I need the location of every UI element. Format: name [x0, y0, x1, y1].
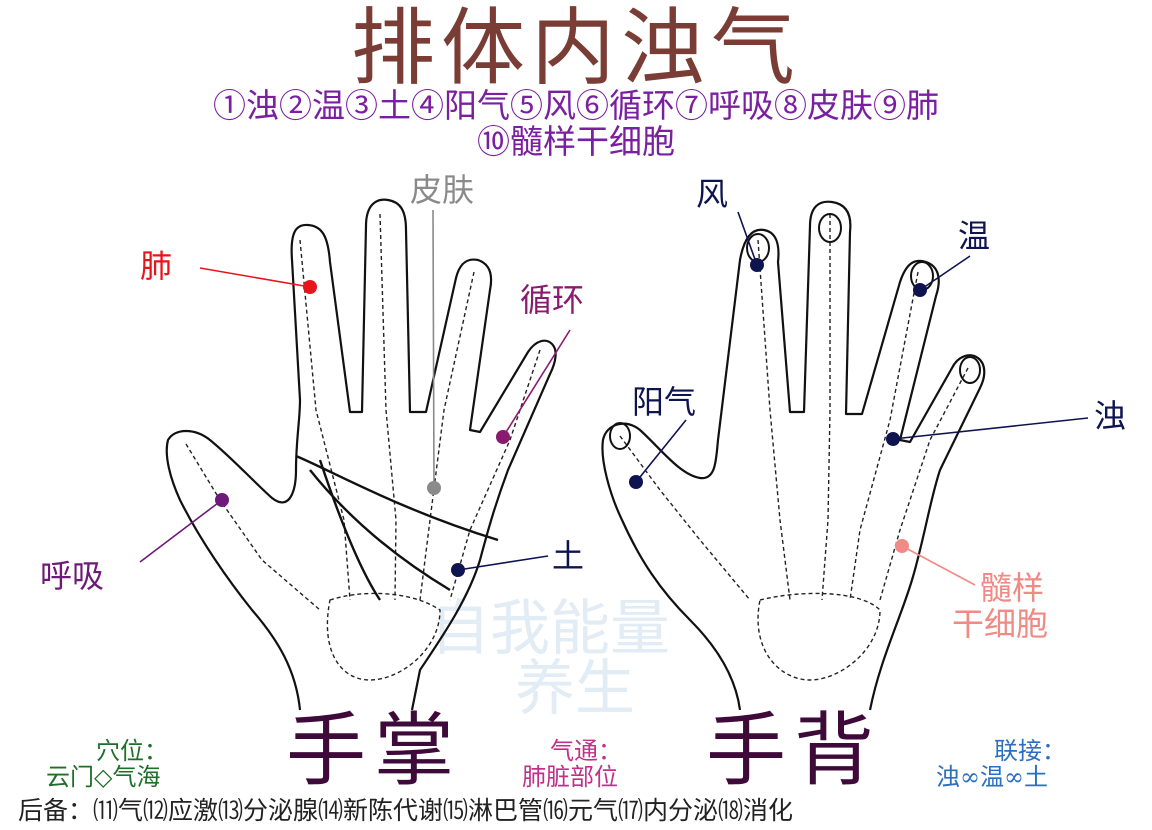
line-circulation [502, 329, 571, 438]
back-bone-index [757, 239, 791, 601]
dot-warm [913, 283, 927, 297]
palm-crease-2 [309, 469, 451, 592]
qi-tong-heading: 气通： [550, 737, 622, 765]
leader-lines [139, 209, 1089, 586]
line-yangqi [635, 419, 687, 483]
acupoint-value: 云门◇气海 [46, 763, 161, 791]
dot-breath [215, 493, 229, 507]
dot-yangqi [629, 475, 643, 489]
dot-turbid [886, 432, 900, 446]
caption-palm: 手掌 [286, 704, 462, 797]
back-bone-middle [821, 214, 831, 601]
line-wind [737, 211, 758, 266]
label-breath: 呼吸 [40, 557, 105, 595]
line-earth [457, 555, 549, 571]
back-carpals [757, 592, 881, 681]
dot-marrow [895, 539, 909, 553]
line-marrow [901, 545, 976, 586]
label-wind: 风 [696, 175, 729, 213]
acupoint-heading: 穴位： [96, 737, 168, 765]
dot-earth [451, 563, 465, 577]
dot-skin [427, 481, 441, 495]
line-skin [432, 209, 435, 489]
palm-hand-outline [165, 198, 986, 711]
link-heading: 联接： [994, 737, 1066, 765]
back-bones [619, 214, 969, 681]
label-yangqi: 阳气 [632, 383, 697, 421]
back-outline-path [601, 200, 986, 711]
palm-bone-thumb [185, 443, 321, 611]
footer-note: 后备：⑾气⑿应激⒀分泌腺⒁新陈代谢⒂淋巴管⒃元气⒄内分泌⒅消化 [18, 796, 794, 825]
nail-middle [818, 213, 842, 243]
palm-outline-path [165, 198, 557, 711]
back-bone-ring [849, 271, 919, 601]
palm-bones [185, 213, 541, 681]
back-bone-thumb [619, 435, 751, 601]
watermark-line-1: 自我能量 [430, 594, 670, 664]
palm-bone-middle [379, 213, 397, 601]
label-warm: 温 [958, 217, 991, 255]
page-title: 排体内浊气 [350, 0, 801, 97]
label-turbid: 浊 [1094, 397, 1127, 435]
legend-line-2: ⑩髓样干细胞 [477, 122, 675, 161]
label-marrow-2: 干细胞 [952, 605, 1049, 643]
qi-tong-value: 肺脏部位 [522, 763, 618, 791]
nail-thumb [609, 422, 631, 450]
label-lung: 肺 [140, 247, 173, 285]
dot-wind [750, 258, 764, 272]
acupoint-dots [215, 258, 927, 577]
line-breath [139, 499, 223, 563]
back-bone-little [879, 367, 969, 601]
palm-bone-index [299, 239, 351, 601]
label-circulation: 循环 [520, 281, 585, 319]
palm-creases [295, 454, 499, 601]
palm-bone-ring [419, 271, 475, 601]
label-skin: 皮肤 [410, 171, 475, 209]
nail-little [959, 356, 981, 384]
link-value: 浊∞温∞土 [936, 763, 1048, 791]
line-lung [199, 267, 311, 288]
dot-circulation [496, 430, 510, 444]
watermark-line-2: 养生 [515, 654, 635, 724]
legend-line-1: ①浊②温③土④阳气⑤风⑥循环⑦呼吸⑧皮肤⑨肺 [213, 86, 939, 125]
palm-carpals [326, 592, 441, 681]
dot-lung [303, 280, 317, 294]
line-warm [919, 255, 971, 291]
palm-bone-little [449, 349, 541, 601]
caption-back: 手背 [706, 704, 882, 797]
palm-crease-3 [318, 459, 381, 601]
label-earth: 土 [552, 537, 585, 575]
line-turbid [892, 417, 1089, 440]
palm-crease-1 [295, 454, 499, 542]
label-marrow-1: 髓样 [980, 569, 1045, 607]
